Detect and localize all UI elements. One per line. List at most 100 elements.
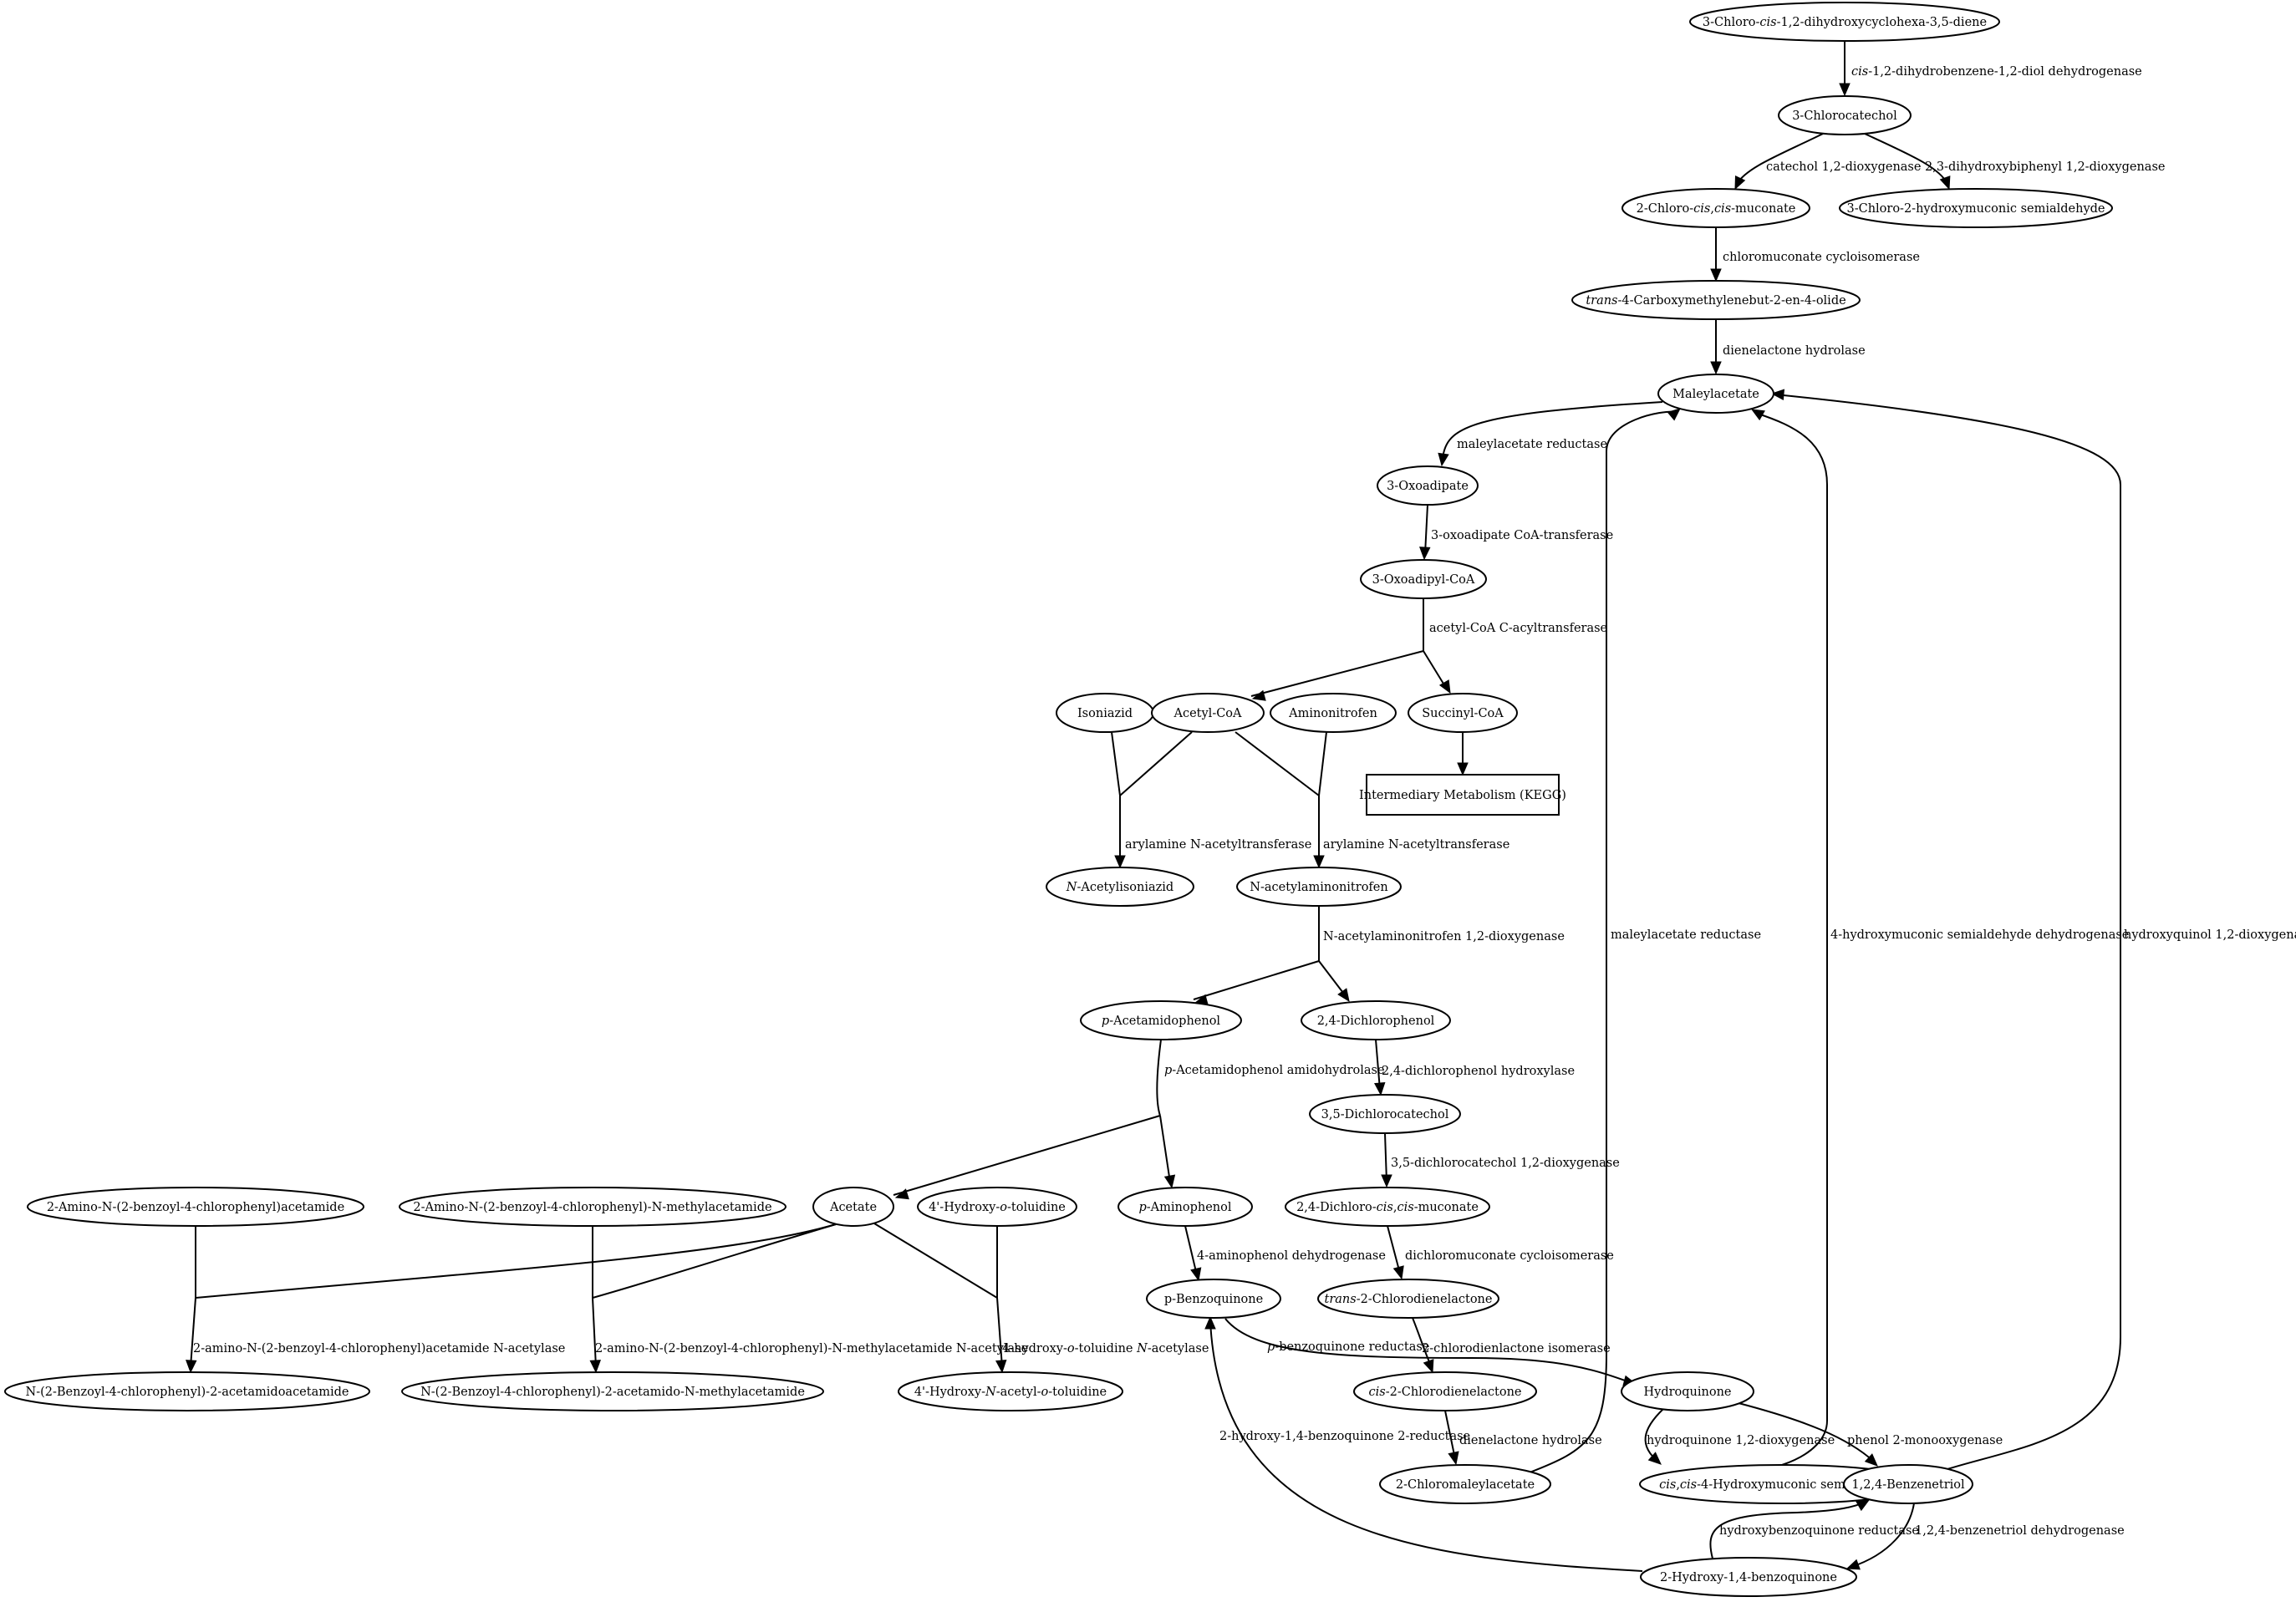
node-label: N-acetylaminonitrofen	[1250, 881, 1387, 894]
arrowhead-icon	[186, 1360, 197, 1374]
node-acetyl-coa[interactable]: Acetyl-CoA	[1151, 693, 1265, 733]
arrowhead-icon	[1845, 1559, 1861, 1570]
arrowhead-icon	[1163, 1174, 1176, 1189]
arrowhead-icon	[995, 1359, 1007, 1374]
edge-amin+acoa-to-naam: arylamine N-acetyltransferase	[1235, 731, 1509, 869]
node-ellipse	[1270, 693, 1397, 733]
edge-hotol+acet-to-hnat: 4-hydroxy-o-toluidine N-acetylase	[873, 1223, 1209, 1374]
edge-dcp-to-dccat: 2,4-dichlorophenol hydroxylase	[1374, 1039, 1575, 1096]
arrowhead-icon	[1419, 547, 1431, 561]
edge-line	[996, 1297, 1003, 1368]
edge-label-3-5-dichlorocatechol-1-2-dioxygenase: 3,5-dichlorocatechol 1,2-dioxygenase	[1391, 1157, 1620, 1170]
node-ellipse	[1285, 1187, 1490, 1227]
edge-line	[1738, 1402, 1875, 1462]
edge-btri-to-male: hydroxyquinol 1,2-dioxygenase	[1770, 389, 2296, 1470]
node-3-oxoadipyl-coa[interactable]: 3-Oxoadipyl-CoA	[1360, 559, 1487, 599]
arrowhead-icon	[1839, 83, 1851, 97]
edge-line	[1224, 1318, 1631, 1383]
node-cis-2-chlorodienelactone[interactable]: cis-2-Chlorodienelactone	[1353, 1371, 1537, 1411]
node-intermediary-metabolism-kegg[interactable]: Intermediary Metabolism (KEGG)	[1359, 774, 1566, 816]
arrowhead-icon	[1374, 1081, 1386, 1096]
edge-label-dienelactone-hydrolase: dienelactone hydrolase	[1723, 344, 1866, 358]
node-3-chloro-cis-1-2-dihydroxycyclohexa-3-5-diene[interactable]: 3-Chloro-cis-1,2-dihydroxycyclohexa-3,5-…	[1689, 2, 2000, 42]
edge-label-acetyl-coa-c-acyltransferase: acetyl-CoA C-acyltransferase	[1429, 622, 1607, 635]
edge-label-2-amino-n-2-benzoyl-4-chlorophenyl-n-methylacetamide-n-acetylase: 2-amino-N-(2-benzoyl-4-chlorophenyl)-N-m…	[595, 1342, 1028, 1355]
node-box	[1366, 774, 1560, 816]
node-ellipse	[1657, 374, 1774, 414]
node-2-chloromaleylacetate[interactable]: 2-Chloromaleylacetate	[1379, 1464, 1551, 1504]
edge-line	[1444, 1410, 1456, 1460]
arrowhead-icon	[1734, 175, 1746, 191]
node-n-2-benzoyl-4-chlorophenyl-2-acetamidoacetamide[interactable]: N-(2-Benzoyl-4-chlorophenyl)-2-acetamido…	[4, 1371, 370, 1411]
node-maleylacetate[interactable]: Maleylacetate	[1657, 374, 1774, 414]
edge-abnm+acet-to-nbcm: 2-amino-N-(2-benzoyl-4-chlorophenyl)-N-m…	[589, 1223, 1028, 1374]
edge-tcmb-to-male: dienelactone hydrolase	[1710, 319, 1866, 375]
node-label: Acetyl-CoA	[1173, 707, 1242, 720]
node-3-oxoadipate[interactable]: 3-Oxoadipate	[1377, 465, 1479, 506]
node-3-chloro-2-hydroxymuconic-semialdehyde[interactable]: 3-Chloro-2-hydroxymuconic semialdehyde	[1839, 188, 2113, 228]
node-4-hydroxy-n-acetyl-o-toluidine[interactable]: 4'-Hydroxy-N-acetyl-o-toluidine	[898, 1371, 1123, 1411]
node-n-acetylaminonitrofen[interactable]: N-acetylaminonitrofen	[1236, 867, 1402, 907]
edge-label-4-hydroxy-o-toluidine-n-acetylase: 4-hydroxy-o-toluidine N-acetylase	[1002, 1342, 1209, 1355]
edge-hbq-to-btri: hydroxybenzoquinone reductase	[1709, 1499, 1919, 1559]
edge-line	[1754, 412, 1828, 1466]
edge-label-maleylacetate-reductase: maleylacetate reductase	[1611, 928, 1761, 942]
arrowhead-icon	[1438, 452, 1449, 467]
node-1-2-4-benzenetriol[interactable]: 1,2,4-Benzenetriol	[1843, 1464, 1973, 1504]
edge-line	[190, 1297, 196, 1368]
node-2-4-dichlorophenol[interactable]: 2,4-Dichlorophenol	[1301, 1000, 1451, 1040]
node-4-hydroxy-o-toluidine[interactable]: 4'-Hydroxy-o-toluidine	[917, 1187, 1077, 1227]
node-label: 1,2,4-Benzenetriol	[1851, 1478, 1965, 1492]
node-label: N-(2-Benzoyl-4-chlorophenyl)-2-acetamido…	[26, 1386, 349, 1399]
node-label: Maleylacetate	[1672, 388, 1759, 401]
node-p-aminophenol[interactable]: p-Aminophenol	[1117, 1187, 1253, 1227]
node-hydroquinone[interactable]: Hydroquinone	[1621, 1371, 1754, 1411]
edge-line	[1709, 1501, 1866, 1559]
node-ellipse	[1621, 188, 1810, 228]
edge-line	[1318, 960, 1347, 997]
edge-line	[1318, 731, 1327, 796]
node-isoniazid[interactable]: Isoniazid	[1056, 693, 1154, 733]
node-p-benzoquinone[interactable]: p-Benzoquinone	[1146, 1279, 1281, 1319]
node-trans-2-chlorodienelactone[interactable]: trans-2-Chlorodienelactone	[1317, 1279, 1499, 1319]
node-label: 2-Chloromaleylacetate	[1396, 1478, 1535, 1492]
edge-label-chloromuconate-cycloisomerase: chloromuconate cycloisomerase	[1723, 251, 1920, 264]
edge-btri-to-hbq: 1,2,4-benzenetriol dehydrogenase	[1845, 1503, 2125, 1570]
edge-label-hydroquinone-1-2-dioxygenase: hydroquinone 1,2-dioxygenase	[1647, 1434, 1835, 1447]
arrowhead-icon	[589, 1360, 601, 1374]
edge-hq-to-btri: phenol 2-monooxygenase	[1738, 1402, 2003, 1467]
arrowhead-icon	[1313, 855, 1325, 869]
edge-line	[1119, 731, 1193, 796]
node-3-5-dichlorocatechol[interactable]: 3,5-Dichlorocatechol	[1309, 1094, 1461, 1134]
node-2-amino-n-2-benzoyl-4-chlorophenyl-acetamide[interactable]: 2-Amino-N-(2-benzoyl-4-chlorophenyl)acet…	[27, 1187, 364, 1227]
edge-naam-to-pacet+dcp: N-acetylaminonitrofen 1,2-dioxygenase	[1193, 906, 1565, 1005]
node-n-2-benzoyl-4-chlorophenyl-2-acetamido-n-methylacetamide[interactable]: N-(2-Benzoyl-4-chlorophenyl)-2-acetamido…	[401, 1371, 824, 1411]
edge-line	[1423, 650, 1447, 689]
node-label: Intermediary Metabolism (KEGG)	[1359, 789, 1566, 802]
node-3-chlorocatechol[interactable]: 3-Chlorocatechol	[1778, 95, 1912, 135]
node-2-chloro-cis-cis-muconate[interactable]: 2-Chloro-cis,cis-muconate	[1621, 188, 1810, 228]
node-label: 3-Oxoadipyl-CoA	[1372, 573, 1475, 587]
node-acetate[interactable]: Acetate	[812, 1187, 894, 1227]
node-aminonitrofen[interactable]: Aminonitrofen	[1270, 693, 1397, 733]
edge-tcdl-to-ccdl: 2-chlorodienlactone isomerase	[1412, 1317, 1611, 1374]
node-2-hydroxy-1-4-benzoquinone[interactable]: 2-Hydroxy-1,4-benzoquinone	[1640, 1557, 1857, 1597]
node-p-acetamidophenol[interactable]: p-Acetamidophenol	[1080, 1000, 1242, 1040]
edge-male-to-oxad: maleylacetate reductase	[1438, 401, 1663, 467]
edge-scoa-to-kegg	[1457, 732, 1469, 776]
node-n-acetylisoniazid[interactable]: N-Acetylisoniazid	[1046, 867, 1194, 907]
node-ellipse	[401, 1371, 824, 1411]
node-2-4-dichloro-cis-cis-muconate[interactable]: 2,4-Dichloro-cis,cis-muconate	[1285, 1187, 1490, 1227]
arrowhead-icon	[1438, 679, 1451, 694]
node-label: 3-Chlorocatechol	[1792, 109, 1897, 123]
edge-label-maleylacetate-reductase: maleylacetate reductase	[1457, 438, 1607, 451]
edge-layer: cis-1,2-dihydrobenzene-1,2-diol dehydrog…	[186, 42, 2296, 1572]
node-succinyl-coa[interactable]: Succinyl-CoA	[1408, 693, 1518, 733]
node-2-amino-n-2-benzoyl-4-chlorophenyl-n-methylacetamide[interactable]: 2-Amino-N-(2-benzoyl-4-chlorophenyl)-N-m…	[399, 1187, 787, 1227]
edge-pbq-to-hq: p-benzoquinone reductase	[1224, 1318, 1637, 1386]
node-trans-4-carboxymethylenebut-2-en-4-olide[interactable]: trans-4-Carboxymethylenebut-2-en-4-olide	[1571, 280, 1861, 320]
node-label: Acetate	[829, 1201, 877, 1214]
edge-clcat-to-clmuc: catechol 1,2-dioxygenase	[1734, 133, 1921, 191]
node-ellipse	[1377, 465, 1479, 506]
node-label: trans-4-Carboxymethylenebut-2-en-4-olide	[1586, 294, 1845, 308]
